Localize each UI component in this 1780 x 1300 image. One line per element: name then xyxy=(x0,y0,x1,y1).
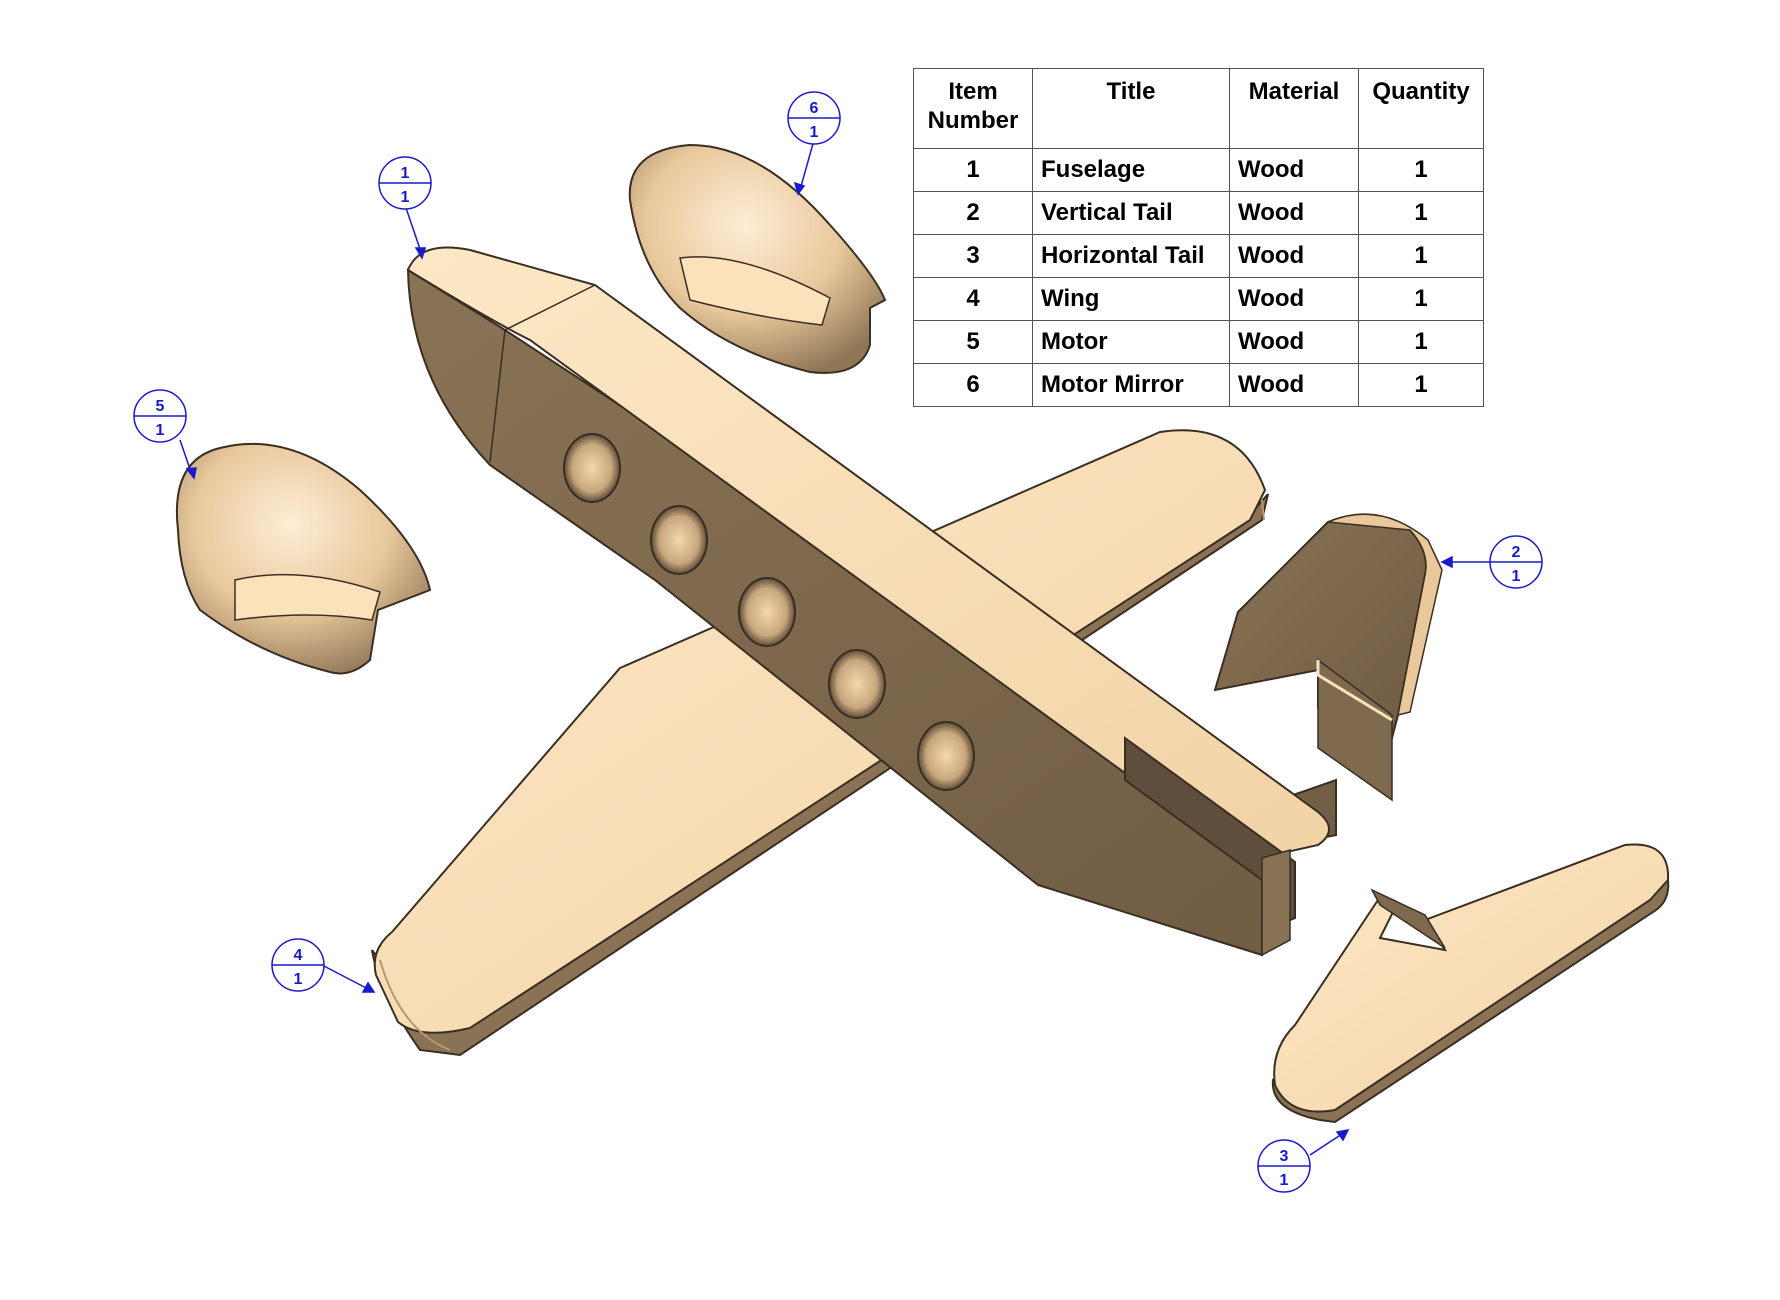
cell-quantity: 1 xyxy=(1358,191,1484,235)
cell-material: Wood xyxy=(1229,191,1359,235)
wing-edge xyxy=(379,499,1265,1051)
balloon-horizontal-tail: 3 1 xyxy=(1257,1139,1311,1193)
balloon-vertical-tail: 2 1 xyxy=(1489,535,1543,589)
window-hole xyxy=(917,721,975,791)
balloon-motor-mirror: 6 1 xyxy=(787,91,841,145)
cell-title: Horizontal Tail xyxy=(1032,234,1230,278)
cell-item-number: 6 xyxy=(913,363,1033,407)
cell-quantity: 1 xyxy=(1358,277,1484,321)
header-material: Material xyxy=(1229,68,1359,149)
nose-seam xyxy=(489,284,596,463)
balloon-quantity: 1 xyxy=(401,189,410,206)
cell-quantity: 1 xyxy=(1358,320,1484,364)
balloon-quantity: 1 xyxy=(810,124,819,141)
balloon-item-number: 4 xyxy=(294,947,303,964)
balloon-item-number: 5 xyxy=(156,398,165,415)
vertical-tail-notch xyxy=(1316,660,1393,722)
balloon-quantity: 1 xyxy=(1280,1172,1289,1189)
cell-quantity: 1 xyxy=(1358,363,1484,407)
window-hole xyxy=(738,577,796,647)
vertical-tail-tab xyxy=(1317,658,1393,802)
wing-top xyxy=(373,429,1267,1034)
window-hole xyxy=(650,505,708,575)
cell-material: Wood xyxy=(1229,320,1359,364)
horizontal-tail-slot xyxy=(1370,888,1446,949)
cell-quantity: 1 xyxy=(1358,234,1484,278)
cell-quantity: 1 xyxy=(1358,148,1484,192)
cell-item-number: 3 xyxy=(913,234,1033,278)
horizontal-tail-part xyxy=(1271,843,1670,1124)
header-title: Title xyxy=(1032,68,1230,149)
vertical-tail-part xyxy=(1213,513,1443,802)
leader-lines xyxy=(179,139,1490,1156)
cell-material: Wood xyxy=(1229,277,1359,321)
cell-title: Motor Mirror xyxy=(1032,363,1230,407)
motor-mirror-part xyxy=(628,143,887,374)
balloon-wing: 4 1 xyxy=(271,938,325,992)
rear-end xyxy=(1261,849,1291,957)
window-hole xyxy=(563,433,621,503)
header-quantity: Quantity xyxy=(1358,68,1484,149)
wing-part xyxy=(371,429,1269,1057)
motor-mirror-slot xyxy=(679,256,831,326)
table-row: 4 Wing Wood 1 xyxy=(913,277,1484,321)
motor-slot xyxy=(234,573,381,621)
motor-part xyxy=(176,442,432,675)
table-row: 3 Horizontal Tail Wood 1 xyxy=(913,234,1484,278)
cell-title: Fuselage xyxy=(1032,148,1230,192)
balloon-item-number: 3 xyxy=(1280,1148,1289,1165)
table-row: 6 Motor Mirror Wood 1 xyxy=(913,363,1484,407)
table-row: 1 Fuselage Wood 1 xyxy=(913,148,1484,192)
horizontal-tail-top xyxy=(1273,843,1670,1113)
cell-item-number: 5 xyxy=(913,320,1033,364)
cell-title: Vertical Tail xyxy=(1032,191,1230,235)
fuselage-side xyxy=(406,268,1337,957)
cell-item-number: 1 xyxy=(913,148,1033,192)
cell-title: Motor xyxy=(1032,320,1230,364)
balloon-item-number: 6 xyxy=(810,100,819,117)
table-row: 2 Vertical Tail Wood 1 xyxy=(913,191,1484,235)
balloon-item-number: 1 xyxy=(401,165,410,182)
balloon-quantity: 1 xyxy=(294,971,303,988)
vertical-tail-edge xyxy=(1327,513,1443,717)
balloon-fuselage: 1 1 xyxy=(378,156,432,210)
cell-material: Wood xyxy=(1229,148,1359,192)
cell-item-number: 2 xyxy=(913,191,1033,235)
window-hole xyxy=(828,649,886,719)
fuselage-part xyxy=(406,246,1337,957)
cell-item-number: 4 xyxy=(913,277,1033,321)
motor-body xyxy=(176,442,432,675)
cell-title: Wing xyxy=(1032,277,1230,321)
cell-material: Wood xyxy=(1229,234,1359,278)
cell-material: Wood xyxy=(1229,363,1359,407)
balloon-quantity: 1 xyxy=(1512,568,1521,585)
balloon-item-number: 2 xyxy=(1512,544,1521,561)
table-row: 5 Motor Wood 1 xyxy=(913,320,1484,364)
balloon-motor: 5 1 xyxy=(133,389,187,443)
balloon-quantity: 1 xyxy=(156,422,165,439)
